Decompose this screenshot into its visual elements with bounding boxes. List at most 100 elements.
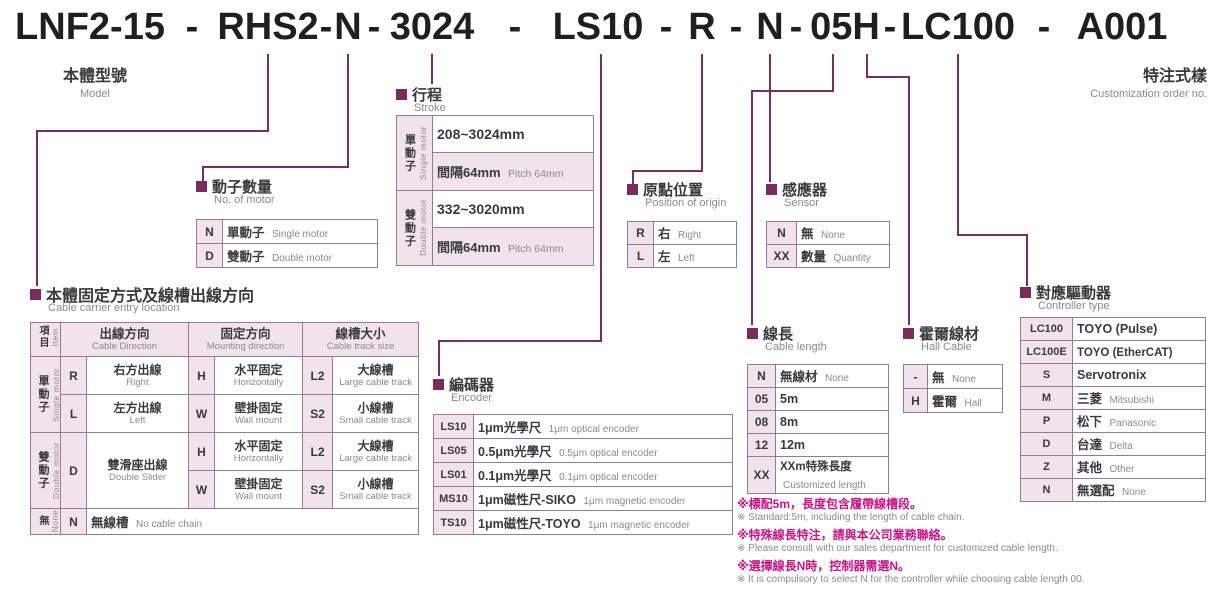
group-zh: 單動子	[403, 133, 416, 173]
section-subtitle: Position of origin	[645, 197, 727, 209]
value-cell: 霍爾 Hall	[927, 388, 1003, 413]
code-segment-custom: A001	[1076, 6, 1168, 48]
group-cell-double-motor: 雙動子 Double motor	[30, 432, 61, 509]
code-cell: LS01	[433, 462, 474, 487]
value-cell: 壁掛固定 Wall mount	[214, 470, 304, 509]
table-row: - 無 None	[903, 364, 1003, 389]
value-cell: TOYO (EtherCAT)	[1072, 340, 1206, 364]
code-cell: L2	[302, 432, 334, 471]
code-segment-motorcount: N	[334, 6, 362, 48]
connector-line	[866, 76, 910, 78]
sensor-section-header: 感應器	[766, 179, 827, 200]
value-cell: 台達 Delta	[1072, 432, 1206, 456]
footnote-en: ※ Please consult with our sales departme…	[737, 543, 1058, 554]
code-segment-sensor: N	[756, 6, 784, 48]
value-en: Hall	[964, 397, 982, 409]
value-zh: 1μm光學尺	[478, 420, 542, 435]
value-en: 1μm optical encoder	[548, 423, 639, 435]
value-zh: 雙動子	[227, 249, 265, 264]
value-cell: 1μm磁性尺-SIKO 1μm magnetic encoder	[473, 486, 733, 511]
connector-line	[202, 166, 204, 182]
pitch-zh: 間隔64mm	[437, 164, 501, 180]
code-cell: N	[1020, 478, 1073, 502]
value-zh: XXm特殊長度	[780, 461, 852, 473]
value-en: Large cable track	[339, 377, 412, 388]
stroke-range-cell: 208~3024mm	[432, 115, 594, 153]
code-cell: S2	[302, 394, 334, 433]
table-row: N 無選配 None	[1020, 478, 1206, 502]
value-en: None	[1121, 487, 1146, 498]
sensor-table: N 無 None XX 數量 Quantity	[766, 221, 890, 268]
bullet-square-icon	[196, 181, 207, 192]
value-zh: 松下	[1077, 415, 1103, 429]
motor-count-table: N 單動子 Single motor D 雙動子 Double motor	[196, 219, 378, 268]
value-en: Wall mount	[234, 491, 283, 502]
table-header-row: 項目 Item 出線方向 Cable Direction 固定方向 Mounti…	[30, 322, 420, 357]
header-cell-mounting: 固定方向 Mounting direction	[188, 322, 304, 357]
stroke-table: 單動子 Single motor 208~3024mm 間隔64mm Pitch…	[396, 115, 594, 266]
code-cell: 05	[747, 387, 776, 411]
value-cell: 水平固定 Horizontally	[214, 356, 304, 395]
value-zh: 1μm磁性尺-TOYO	[478, 516, 581, 531]
code-cell: W	[188, 394, 216, 433]
header-zh: 線槽大小	[335, 327, 386, 341]
value-cell: 5m	[775, 387, 889, 411]
dash-separator: -	[789, 6, 803, 48]
value-en: Large cable track	[339, 453, 412, 464]
customization-label: 特注式樣 Customization order no.	[1090, 62, 1207, 100]
header-cell-item: 項目 Item	[30, 322, 61, 357]
code-cell: H	[188, 432, 216, 471]
code-segment-origin: R	[688, 6, 716, 48]
stroke-range-cell: 332~3020mm	[432, 190, 594, 228]
table-row: XX XXm特殊長度 Customized length	[747, 456, 889, 494]
connector-line	[632, 170, 703, 172]
table-row: N 單動子 Single motor	[196, 219, 378, 244]
value-zh: 左	[658, 250, 671, 264]
header-zh: 出線方向	[99, 327, 150, 341]
code-cell: D	[1020, 432, 1073, 456]
header-en: Item	[50, 327, 60, 347]
connector-line	[957, 234, 1028, 236]
code-cell: Z	[1020, 455, 1073, 479]
group-zh: 雙動子	[37, 451, 49, 490]
dash-separator: -	[185, 6, 199, 48]
value-cell: 小線槽 Small cable track	[332, 470, 420, 509]
value-zh: 0.5μm光學尺	[478, 444, 552, 459]
model-label-en: Model	[80, 88, 110, 100]
code-cell: W	[188, 470, 216, 509]
code-cell: D	[196, 243, 223, 268]
connector-line	[202, 166, 349, 168]
table-row: 單動子 Single motor 208~3024mm	[396, 115, 594, 191]
value-en: Horizontally	[233, 377, 284, 388]
encoder-section-header: 編碼器	[433, 374, 494, 395]
value-en: Small cable track	[339, 491, 412, 502]
connector-line	[957, 54, 959, 236]
code-cell: H	[903, 388, 928, 413]
value-en: Right	[677, 230, 702, 241]
value-zh: 單動子	[227, 225, 265, 240]
connector-line	[632, 170, 634, 184]
code-cell: N	[60, 508, 87, 535]
stroke-section-header: 行程	[396, 84, 442, 105]
dash-separator: -	[319, 6, 333, 48]
hall-cable-table: - 無 None H 霍爾 Hall	[903, 364, 1003, 413]
value-zh: 水平固定	[234, 439, 283, 453]
connector-line	[751, 90, 834, 92]
section-subtitle: Hall Cable	[921, 341, 972, 353]
group-zh: 單動子	[37, 375, 49, 414]
dash-separator: -	[367, 6, 381, 48]
value-zh: 其他	[1077, 461, 1103, 475]
code-cell: L2	[302, 356, 334, 395]
group-cell-single-motor: 單動子 Single motor	[396, 115, 433, 191]
table-row: L 左方出線 Left W 壁掛固定 Wall mount S2 小線槽 Sma…	[31, 394, 420, 433]
value-cell: 無 None	[927, 364, 1003, 389]
table-row: N 無 None	[766, 221, 890, 245]
code-cell: H	[188, 356, 216, 395]
footnotes: ※標配5m，長度包含履帶線槽段。 ※ Standard:5m, includin…	[737, 497, 1217, 590]
group-en: Single motor	[51, 367, 61, 422]
value-cell: 1μm光學尺 1μm optical encoder	[473, 414, 733, 439]
section-subtitle: Cable length	[765, 341, 827, 353]
value-cell: TOYO (Pulse)	[1072, 317, 1206, 341]
value-zh: 壁掛固定	[234, 401, 283, 415]
value-cell: 三菱 Mitsubishi	[1072, 386, 1206, 410]
